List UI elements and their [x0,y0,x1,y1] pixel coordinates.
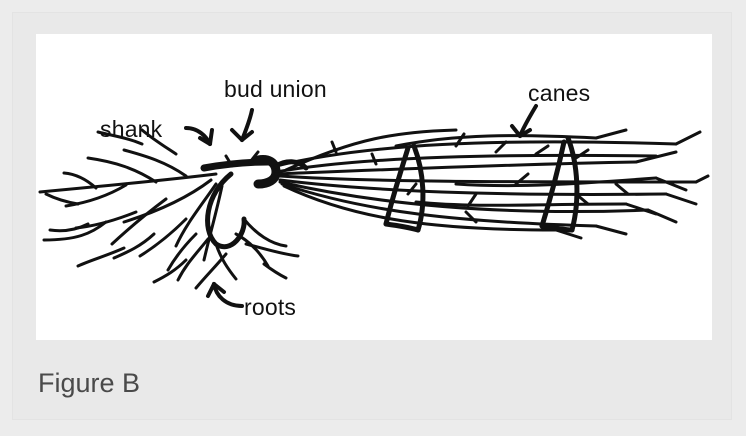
bud-union-label: bud union [224,76,327,103]
bare-root-rose-drawing [36,34,712,340]
root-system [40,130,298,288]
canes-bundle [276,130,708,238]
rose-plant-diagram: bud union canes shank roots [36,34,712,340]
shank-label: shank [100,116,162,143]
canes-label: canes [528,80,590,107]
figure-caption: Figure B [38,368,140,399]
roots-label: roots [244,294,296,321]
